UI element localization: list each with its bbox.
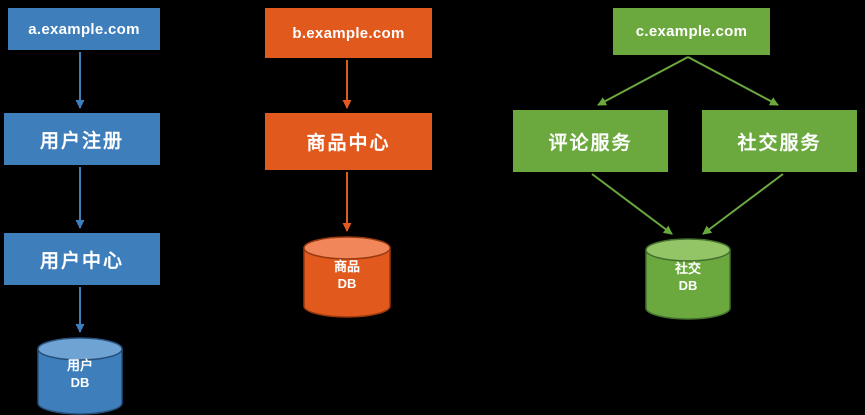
node-comment-service: 评论服务 — [513, 110, 668, 172]
user-db-cylinder — [37, 337, 123, 415]
arrow-social-to-socialdb — [702, 173, 784, 235]
node-user-center: 用户中心 — [4, 233, 160, 285]
social-db-label-line1: 社交 — [674, 261, 701, 276]
arrow-comment-to-socialdb — [591, 173, 673, 235]
arrow-c-domain-to-comment — [597, 56, 689, 106]
user-db-label-line2: DB — [70, 375, 90, 390]
social-db-cylinder — [645, 238, 731, 320]
product-db-label: 商品 DB — [304, 258, 390, 292]
product-db-label-line2: DB — [337, 276, 357, 291]
node-user-register: 用户注册 — [4, 113, 160, 165]
arrow-c-domain-to-social — [687, 56, 779, 106]
node-a-domain: a.example.com — [8, 8, 160, 50]
node-social-service: 社交服务 — [702, 110, 857, 172]
user-db-label: 用户 DB — [38, 357, 122, 391]
product-db-label-line1: 商品 — [333, 259, 360, 274]
node-product-center: 商品中心 — [265, 113, 432, 170]
user-db-label-line1: 用户 — [66, 358, 93, 373]
product-db-cylinder — [303, 236, 391, 318]
social-db-label-line2: DB — [678, 278, 698, 293]
node-c-domain: c.example.com — [613, 8, 770, 55]
social-db-label: 社交 DB — [646, 260, 730, 294]
node-b-domain: b.example.com — [265, 8, 432, 58]
